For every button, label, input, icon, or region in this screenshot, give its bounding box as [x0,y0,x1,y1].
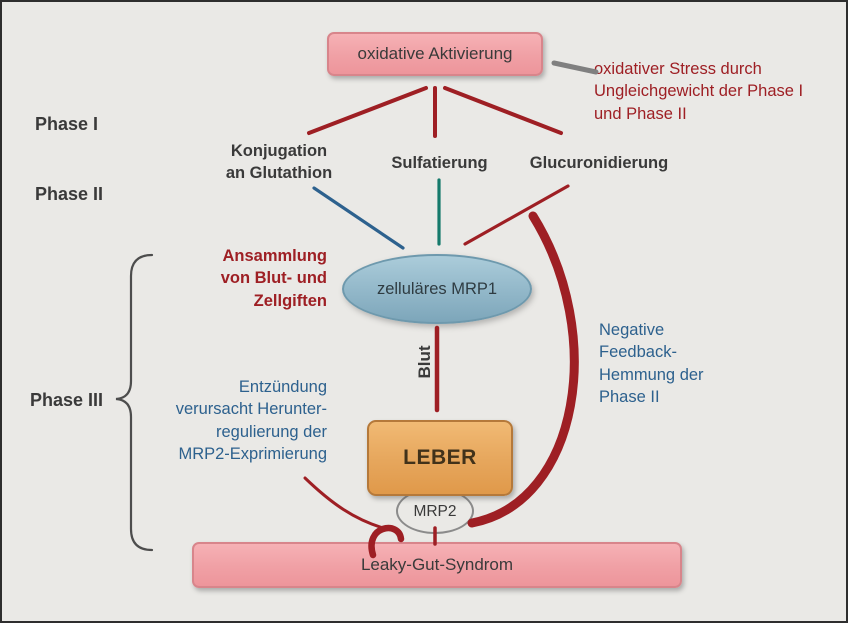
phase-1-label: Phase I [35,114,99,134]
sulfatierung-label: Sulfatierung [391,154,488,172]
konjugation-label: Konjugation an Glutathion [225,142,333,183]
mrp2-label: MRP2 [413,503,457,520]
oxidative-aktivierung-box: oxidative Aktivierung [327,32,543,76]
leber-label: LEBER [403,446,477,469]
phase-2-label: Phase II [35,184,104,204]
oxidative-aktivierung-label: oxidative Aktivierung [357,44,513,63]
leber-box: LEBER [367,420,513,496]
entzuendung-note: Entzündung verursacht Herunter- regulier… [175,378,327,464]
stress-arrow [551,60,599,75]
mrp1-ellipse: zelluläres MRP1 [342,254,532,324]
phase-3-label: Phase III [30,390,104,410]
ansammlung-note: Ansammlung von Blut- und Zellgiften [220,247,327,310]
oxidative-stress-note: oxidativer Stress durch Ungleichgewicht … [594,60,804,123]
leaky-gut-box: Leaky-Gut-Syndrom [192,542,682,588]
blut-label: Blut [415,345,434,379]
phase-3-brace [115,253,154,552]
glutathion-arrow [312,186,405,250]
feedback-note: Negative Feedback- Hemmung der Phase II [599,321,704,407]
fan-arrow-left [307,86,428,135]
fan-arrow-right [443,86,563,135]
mrp1-label: zelluläres MRP1 [376,279,498,298]
leaky-gut-label: Leaky-Gut-Syndrom [360,555,514,574]
glucuronidierung-label: Glucuronidierung [529,154,669,172]
glucuronidierung-arrow [463,184,570,246]
